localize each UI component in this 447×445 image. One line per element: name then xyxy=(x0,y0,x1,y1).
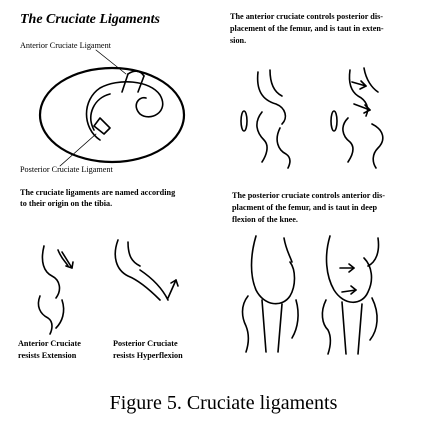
knee-sketch-with-arrows xyxy=(330,67,384,169)
posterior-cruciate-sketch xyxy=(114,239,179,301)
label-posterior-resists-line-1: Posterior Cruciate xyxy=(113,339,178,348)
label-posterior-resists-line-2: resists Hyperflexion xyxy=(113,351,183,360)
label-posterior-cruciate-ligament: Posterior Cruciate Ligament xyxy=(20,165,113,174)
figure-title: The Cruciate Ligaments xyxy=(20,12,160,27)
note-anterior-line-3: sion. xyxy=(230,36,247,45)
note-anterior-line-1: The anterior cruciate controls posterior… xyxy=(230,12,384,21)
label-anterior-resists-line-1: Anterior Cruciate xyxy=(18,339,81,348)
note-naming-line-2: to their origin on the tibia. xyxy=(20,199,113,208)
label-anterior-cruciate-ligament: Anterior Cruciate Ligament xyxy=(20,41,111,50)
anterior-cruciate-sketch xyxy=(37,245,74,335)
figure-caption: Figure 5. Cruciate ligaments xyxy=(109,392,338,414)
note-posterior-line-1: The posterior cruciate controls anterior… xyxy=(232,191,386,200)
note-anterior-line-2: placement of the femur, and is taut in e… xyxy=(230,24,384,33)
knee-sketch-flexion-right xyxy=(321,235,380,355)
note-naming-line-1: The cruciate ligaments are named accordi… xyxy=(20,188,176,197)
note-posterior-line-2: placment of the femur, and is taut in de… xyxy=(232,203,378,212)
note-posterior-line-3: flexion of the knee. xyxy=(232,215,298,224)
knee-sketch-flexion-left xyxy=(241,235,299,353)
tibial-plateau-top-view xyxy=(38,49,186,167)
knee-sketch-extension xyxy=(240,69,291,169)
label-anterior-resists-line-2: resists Extension xyxy=(18,351,77,360)
